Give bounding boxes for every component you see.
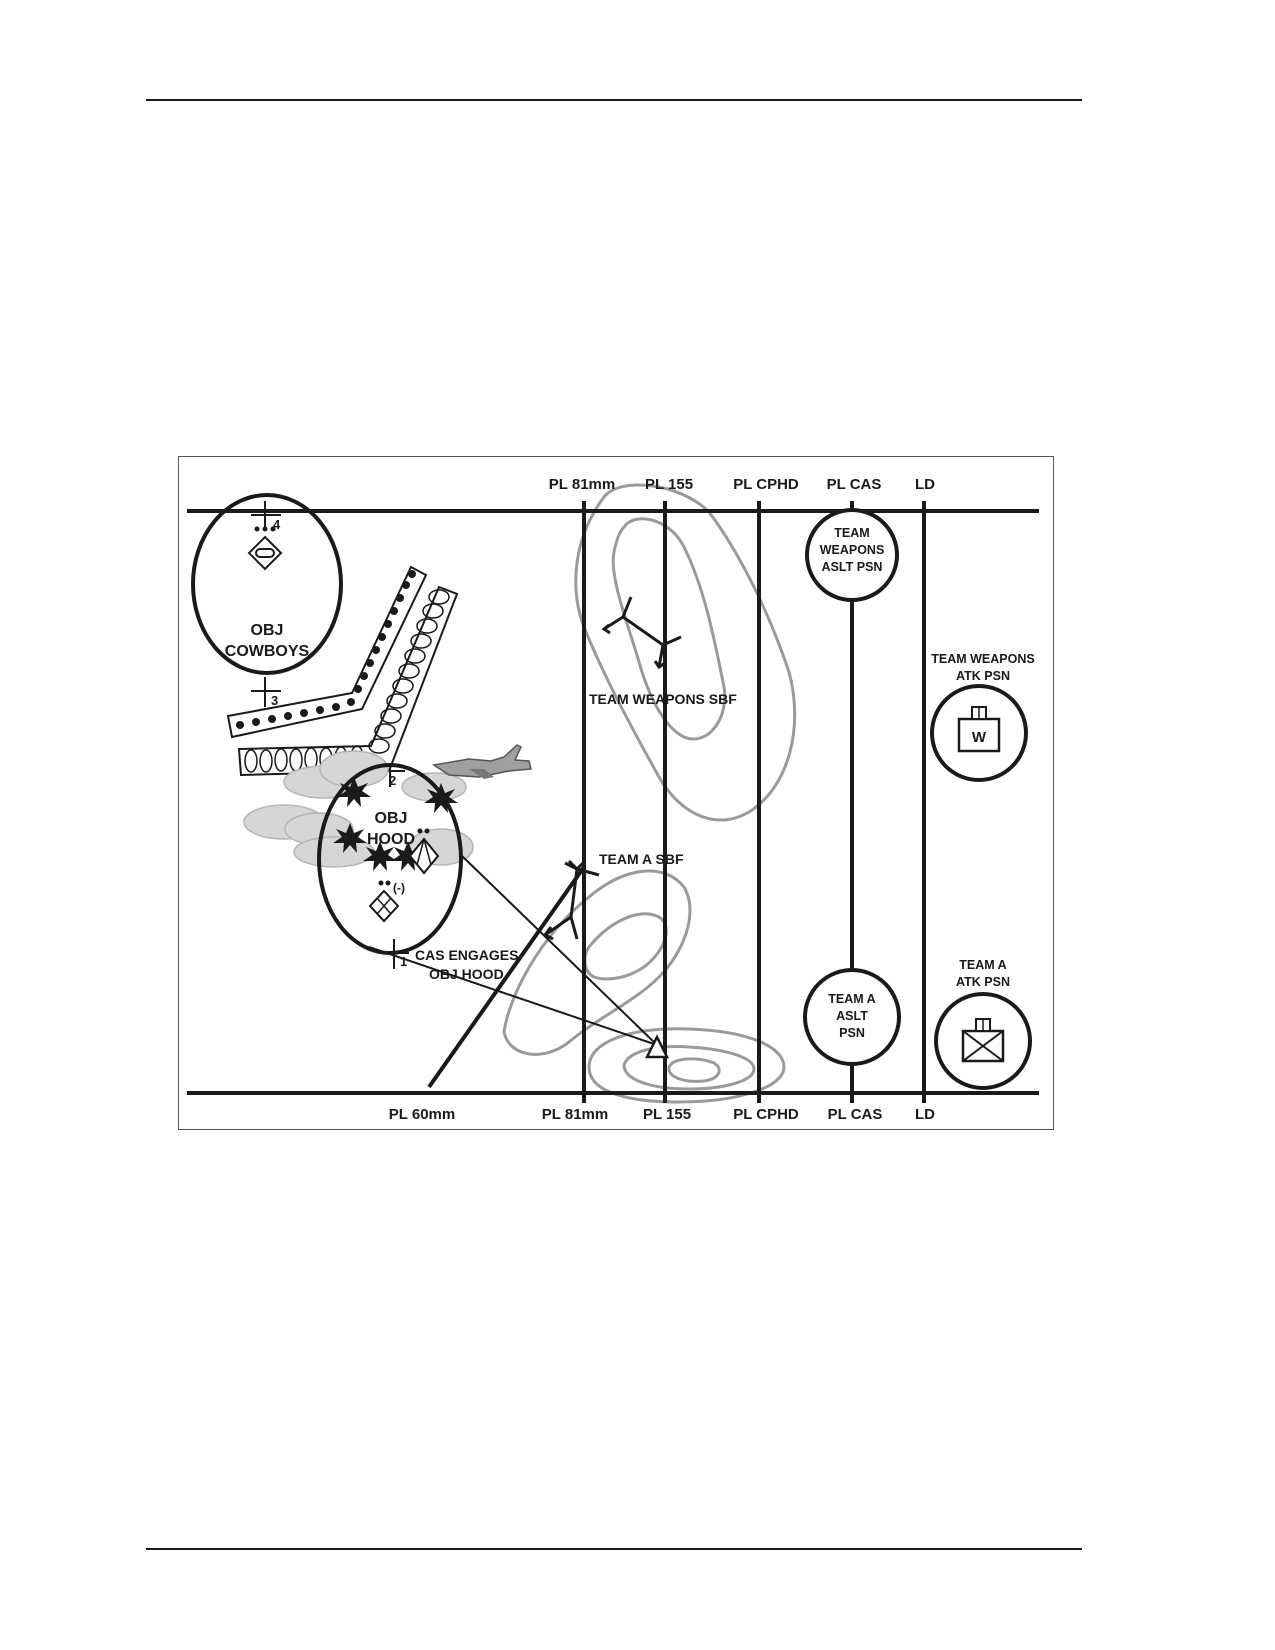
contour-hilltop-inner	[622, 1045, 756, 1091]
reduced-marker: (-)	[393, 881, 405, 895]
pl-label-top-155: PL 155	[645, 476, 693, 493]
pl-label-bottom-60mm: PL 60mm	[389, 1106, 455, 1123]
weapons-team-unit-icon	[957, 706, 1001, 753]
contour-south-outer	[502, 869, 692, 1056]
aircraft-icon	[432, 744, 532, 779]
obj-cowboys-label-2: COWBOYS	[225, 643, 310, 660]
team-a-unit-icon	[961, 1018, 1005, 1063]
pl-label-top-cas: PL CAS	[827, 476, 882, 493]
team-a-sbf-icon	[542, 859, 600, 941]
infantry-team-icon	[368, 880, 400, 923]
team-weapons-aslt-line-3: ASLT PSN	[822, 560, 883, 574]
team-weapons-atk-line-1: TEAM WEAPONS	[931, 652, 1034, 666]
target-4-label: 4	[273, 517, 281, 532]
tactical-overlay: PL 81mm PL 155 PL CPHD PL CAS LD PL 60mm…	[187, 476, 1039, 1123]
footer-rule	[146, 1548, 1082, 1550]
team-a-atk-line-2: ATK PSN	[956, 975, 1010, 989]
contour-hilltop-outer	[587, 1027, 786, 1104]
pl-60mm-line	[427, 865, 586, 1089]
team-a-aslt-line-2: ASLT	[836, 1009, 868, 1023]
pl-label-top-81mm: PL 81mm	[549, 476, 615, 493]
contour-north-inner	[611, 517, 727, 741]
mechanized-platoon-icon	[247, 526, 283, 571]
team-weapons-aslt-line-1: TEAM	[834, 526, 869, 540]
cas-note-line-1: CAS ENGAGES	[415, 947, 518, 963]
cas-note-line-2: OBJ HOOD	[429, 966, 504, 982]
team-a-aslt-line-3: PSN	[839, 1026, 865, 1040]
cas-engagement-lines	[368, 854, 658, 1046]
target-2-label: 2	[389, 773, 396, 788]
obj-cowboys-boundary	[191, 493, 343, 675]
team-weapons-aslt-line-2: WEAPONS	[820, 543, 885, 557]
target-1-label: 1	[400, 954, 407, 969]
pl-label-bottom-155: PL 155	[643, 1106, 691, 1123]
team-a-atk-line-1: TEAM A	[959, 958, 1006, 972]
obj-hood-boundary	[317, 763, 463, 955]
contour-north-outer	[574, 483, 797, 822]
diagram-frame: PL 81mm PL 155 PL CPHD PL CAS LD PL 60mm…	[178, 456, 1054, 1130]
armor-platoon-icon	[408, 828, 440, 875]
header-rule	[146, 99, 1082, 101]
explosion-icon	[333, 777, 458, 871]
pl-label-bottom-81mm: PL 81mm	[542, 1106, 608, 1123]
team-weapons-atk-line-2: ATK PSN	[956, 669, 1010, 683]
ld-label-bottom: LD	[915, 1106, 935, 1123]
pl-label-top-cphd: PL CPHD	[733, 476, 799, 493]
contour-south-inner	[583, 912, 668, 981]
team-a-aslt-circle	[803, 968, 901, 1066]
ld-label-top: LD	[915, 476, 935, 493]
obstacle-dots	[236, 570, 416, 729]
unit-weapons-letter: W	[972, 729, 987, 746]
phase-lines	[427, 501, 926, 1103]
terrain-contours	[502, 483, 797, 1104]
observation-post-icon	[644, 1034, 670, 1059]
obstacle-belt-ovals	[237, 585, 459, 777]
target-4-icon	[251, 501, 281, 531]
team-a-sbf-label: TEAM A SBF	[599, 851, 684, 867]
pl-label-bottom-cas: PL CAS	[828, 1106, 883, 1123]
obj-cowboys-label-1: OBJ	[251, 622, 284, 639]
contour-hilltop-core	[667, 1057, 721, 1083]
team-a-aslt-line-1: TEAM A	[828, 992, 875, 1006]
target-3-label: 3	[271, 693, 278, 708]
pl-label-bottom-cphd: PL CPHD	[733, 1106, 799, 1123]
team-weapons-sbf-label: TEAM WEAPONS SBF	[589, 691, 737, 707]
obj-hood-label-1: OBJ	[375, 810, 408, 827]
team-weapons-sbf-icon	[601, 596, 682, 670]
target-3-icon	[251, 677, 281, 707]
team-weapons-aslt-circle	[805, 508, 899, 602]
